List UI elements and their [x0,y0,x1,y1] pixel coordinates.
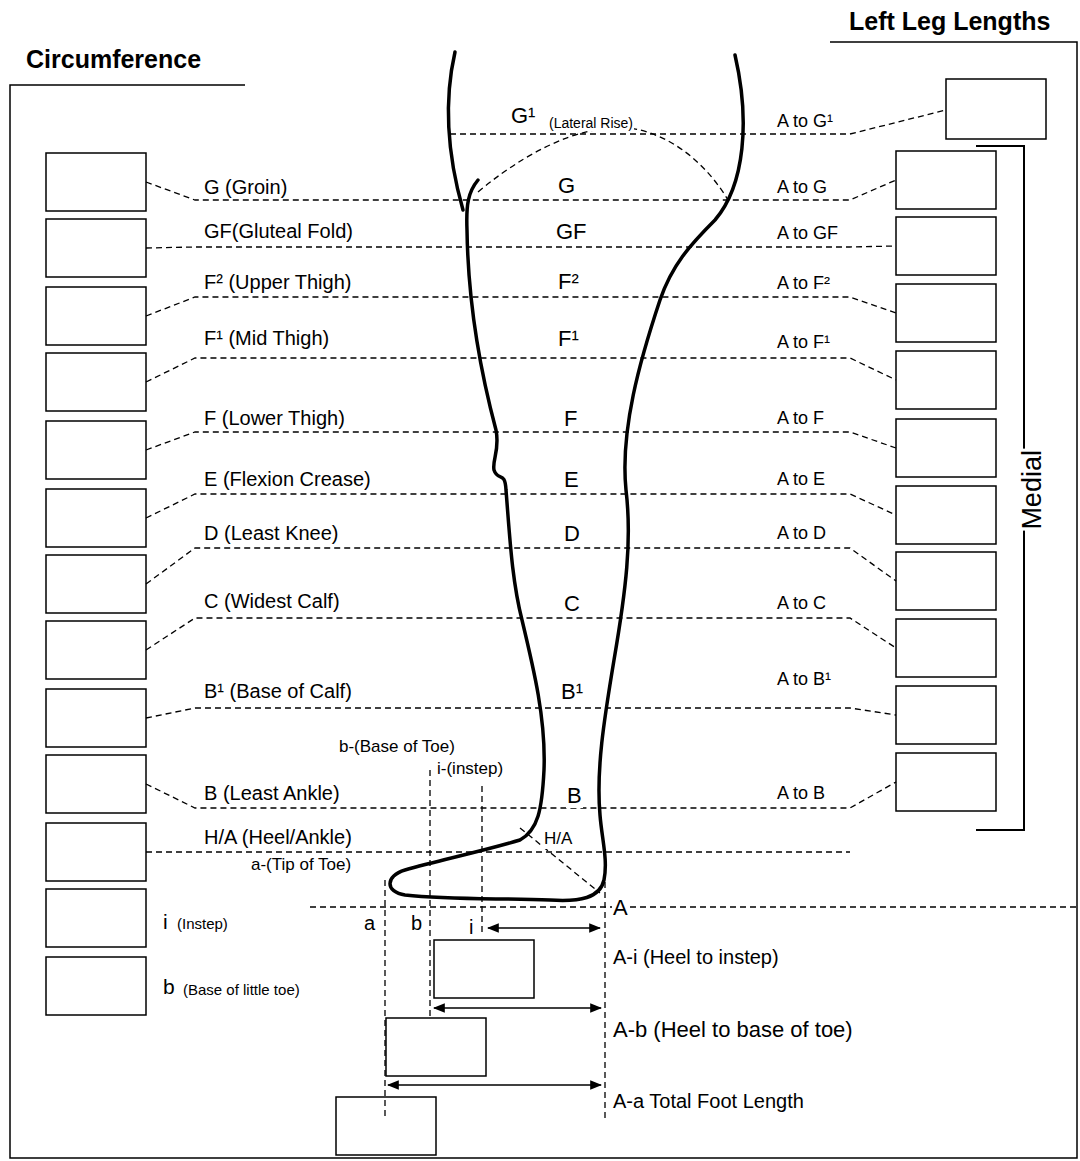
length-label: A to B [776,784,826,804]
leg-outline [390,52,743,900]
length-label: A to F¹ [776,333,831,353]
circumference-label: D (Least Knee) [203,522,340,544]
foot-point: i-(instep) [436,760,504,779]
foot-point: i [468,916,474,938]
measure-point: D [563,522,581,546]
length-label: A to G [776,178,828,198]
foot-point: b [410,912,423,934]
dimension-arrows [388,928,601,1085]
length-label: A to D [776,524,827,544]
foot-point: a [363,912,376,934]
measure-point: B¹ [560,680,584,704]
length-label: A to C [776,594,827,614]
measure-point: GF [555,220,588,244]
panel-heading: Circumference [25,46,202,74]
circumference-label: F¹ (Mid Thigh) [203,327,330,349]
circumference-label: C (Widest Calf) [203,590,341,612]
length-label: A to E [776,470,826,490]
length-label: A to GF [776,224,839,244]
circumference-label: E (Flexion Crease) [203,468,372,490]
form-frame [10,42,1077,1158]
measure-point: C [563,592,581,616]
measure-point: F¹ [557,327,580,351]
circumference-label: i [162,910,169,933]
length-label: A to G¹ [776,112,834,132]
measure-lines [146,110,1078,1120]
panel-heading: Left Leg Lengths [848,8,1051,36]
measure-point: E [563,468,580,492]
foot-point: A [612,896,629,920]
bracket-label: Medial [1018,449,1048,531]
dimension-label: A-a Total Foot Length [612,1090,805,1112]
dimension-label: A-i (Heel to instep) [612,946,780,968]
length-boxes [336,79,1046,1155]
point-note: (Base of little toe) [182,982,301,999]
measure-point: B [566,784,583,808]
point-note: (Instep) [176,916,229,933]
circumference-label: B (Least Ankle) [203,782,341,804]
circumference-boxes [46,153,146,1015]
measure-point: F [563,407,578,431]
foot-point: b-(Base of Toe) [338,738,456,757]
point-note: (Lateral Rise) [548,116,634,131]
circumference-label: b [162,975,176,998]
circumference-label: G (Groin) [203,176,288,198]
length-label: A to B¹ [776,670,832,690]
medial-bracket [976,146,1024,830]
measure-point: F² [557,270,580,294]
circumference-label: F (Lower Thigh) [203,407,346,429]
dimension-label: A-b (Heel to base of toe) [612,1018,854,1042]
circumference-label: B¹ (Base of Calf) [203,680,353,702]
measure-point: G¹ [510,104,536,128]
measure-point: G [557,174,576,198]
foot-point: a-(Tip of Toe) [250,856,352,875]
circumference-label: H/A (Heel/Ankle) [203,826,353,848]
circumference-label: F² (Upper Thigh) [203,271,352,293]
circumference-label: GF(Gluteal Fold) [203,220,354,242]
measure-point: H/A [543,830,573,849]
length-label: A to F [776,409,825,429]
length-label: A to F² [776,274,831,294]
